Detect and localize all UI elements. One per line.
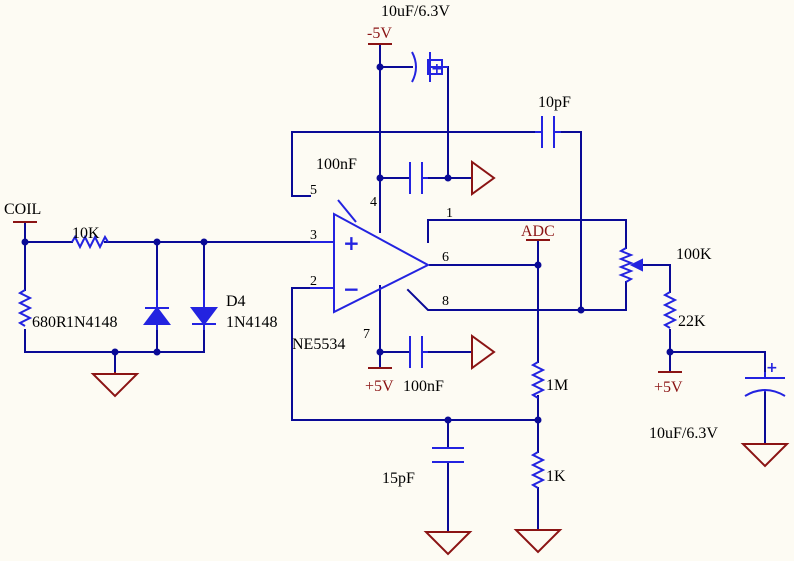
- resistor-icon: [71, 234, 109, 250]
- r-gnd-1k-label: 1K: [546, 468, 566, 485]
- pin5-label: 5: [310, 183, 317, 198]
- pos-supply-opamp-label: +5V: [365, 378, 394, 395]
- wire-inverting-input: [291, 287, 539, 421]
- pin2-label: 2: [310, 274, 317, 289]
- opamp-icon: [310, 199, 431, 314]
- power-ports: [13, 43, 790, 556]
- capacitor-icon: [409, 336, 428, 368]
- cap-bias-plus-label: +: [766, 360, 778, 376]
- cap-feedback-top-label: 10pF: [538, 94, 571, 111]
- cap-bias-label: 10uF/6.3V: [649, 425, 718, 442]
- cap-neg-bulk-label: 10uF/6.3V: [381, 3, 450, 20]
- labels: COIL 10K 680R 1N4148 D4 1N4148 NE5534 10…: [4, 3, 778, 487]
- pin7-label: 7: [363, 327, 370, 342]
- diode-icon: [143, 290, 171, 330]
- opamp-minus-label: −: [343, 277, 360, 301]
- wire-pin7: [379, 285, 473, 369]
- wire-pin1: [427, 219, 627, 311]
- resistor-icon: [662, 291, 678, 329]
- pos-supply-bias-label: +5V: [654, 379, 683, 396]
- r-input-label: 10K: [72, 225, 100, 242]
- potentiometer-icon: [618, 247, 643, 283]
- diode2-label: 1N4148: [226, 314, 278, 331]
- r-shunt-label: 680R: [32, 314, 67, 331]
- pin8-label: 8: [442, 294, 449, 309]
- ground-icon: [471, 334, 496, 370]
- ground-icon: [740, 443, 790, 468]
- opamp-plus-label: +: [343, 231, 360, 255]
- resistor-icon: [530, 361, 546, 399]
- coil-label: COIL: [4, 201, 41, 218]
- polarized-capacitor-icon: [744, 372, 786, 397]
- capacitor-icon: [432, 447, 464, 463]
- neg-supply-label: -5V: [367, 25, 392, 42]
- adc-label: ADC: [521, 223, 555, 240]
- pot-label: 100K: [676, 246, 712, 263]
- cap-top-plus-label: +: [431, 61, 443, 77]
- r-bias-label: 22K: [678, 313, 706, 330]
- components: [17, 51, 786, 489]
- cap-neg-decoupling-label: 100nF: [316, 156, 357, 173]
- wires: [24, 43, 766, 533]
- diode-icon: [190, 290, 218, 330]
- pin1-label: 1: [446, 206, 453, 221]
- capacitor-icon: [535, 116, 561, 148]
- diode1-label: 1N4148: [66, 314, 118, 331]
- junction-dots: [21, 63, 674, 424]
- pin3-label: 3: [310, 228, 317, 243]
- wire-neg-rail: [379, 43, 473, 233]
- cap-feedback-label: 15pF: [382, 470, 415, 487]
- r-fb-1m-label: 1M: [546, 377, 568, 394]
- diode2-ref-label: D4: [226, 293, 246, 310]
- pin6-label: 6: [442, 250, 449, 265]
- ground-icon: [423, 531, 473, 556]
- cap-pos-decoupling-label: 100nF: [403, 378, 444, 395]
- pin4-label: 4: [370, 195, 377, 210]
- resistor-icon: [17, 289, 33, 327]
- ground-icon: [471, 160, 496, 196]
- ground-icon: [513, 529, 563, 554]
- wire-output: [429, 239, 539, 363]
- capacitor-icon: [409, 162, 428, 194]
- ground-icon: [90, 372, 140, 398]
- polarized-capacitor-icon: [411, 51, 448, 83]
- resistor-icon: [530, 451, 546, 489]
- opamp-label: NE5534: [292, 336, 345, 353]
